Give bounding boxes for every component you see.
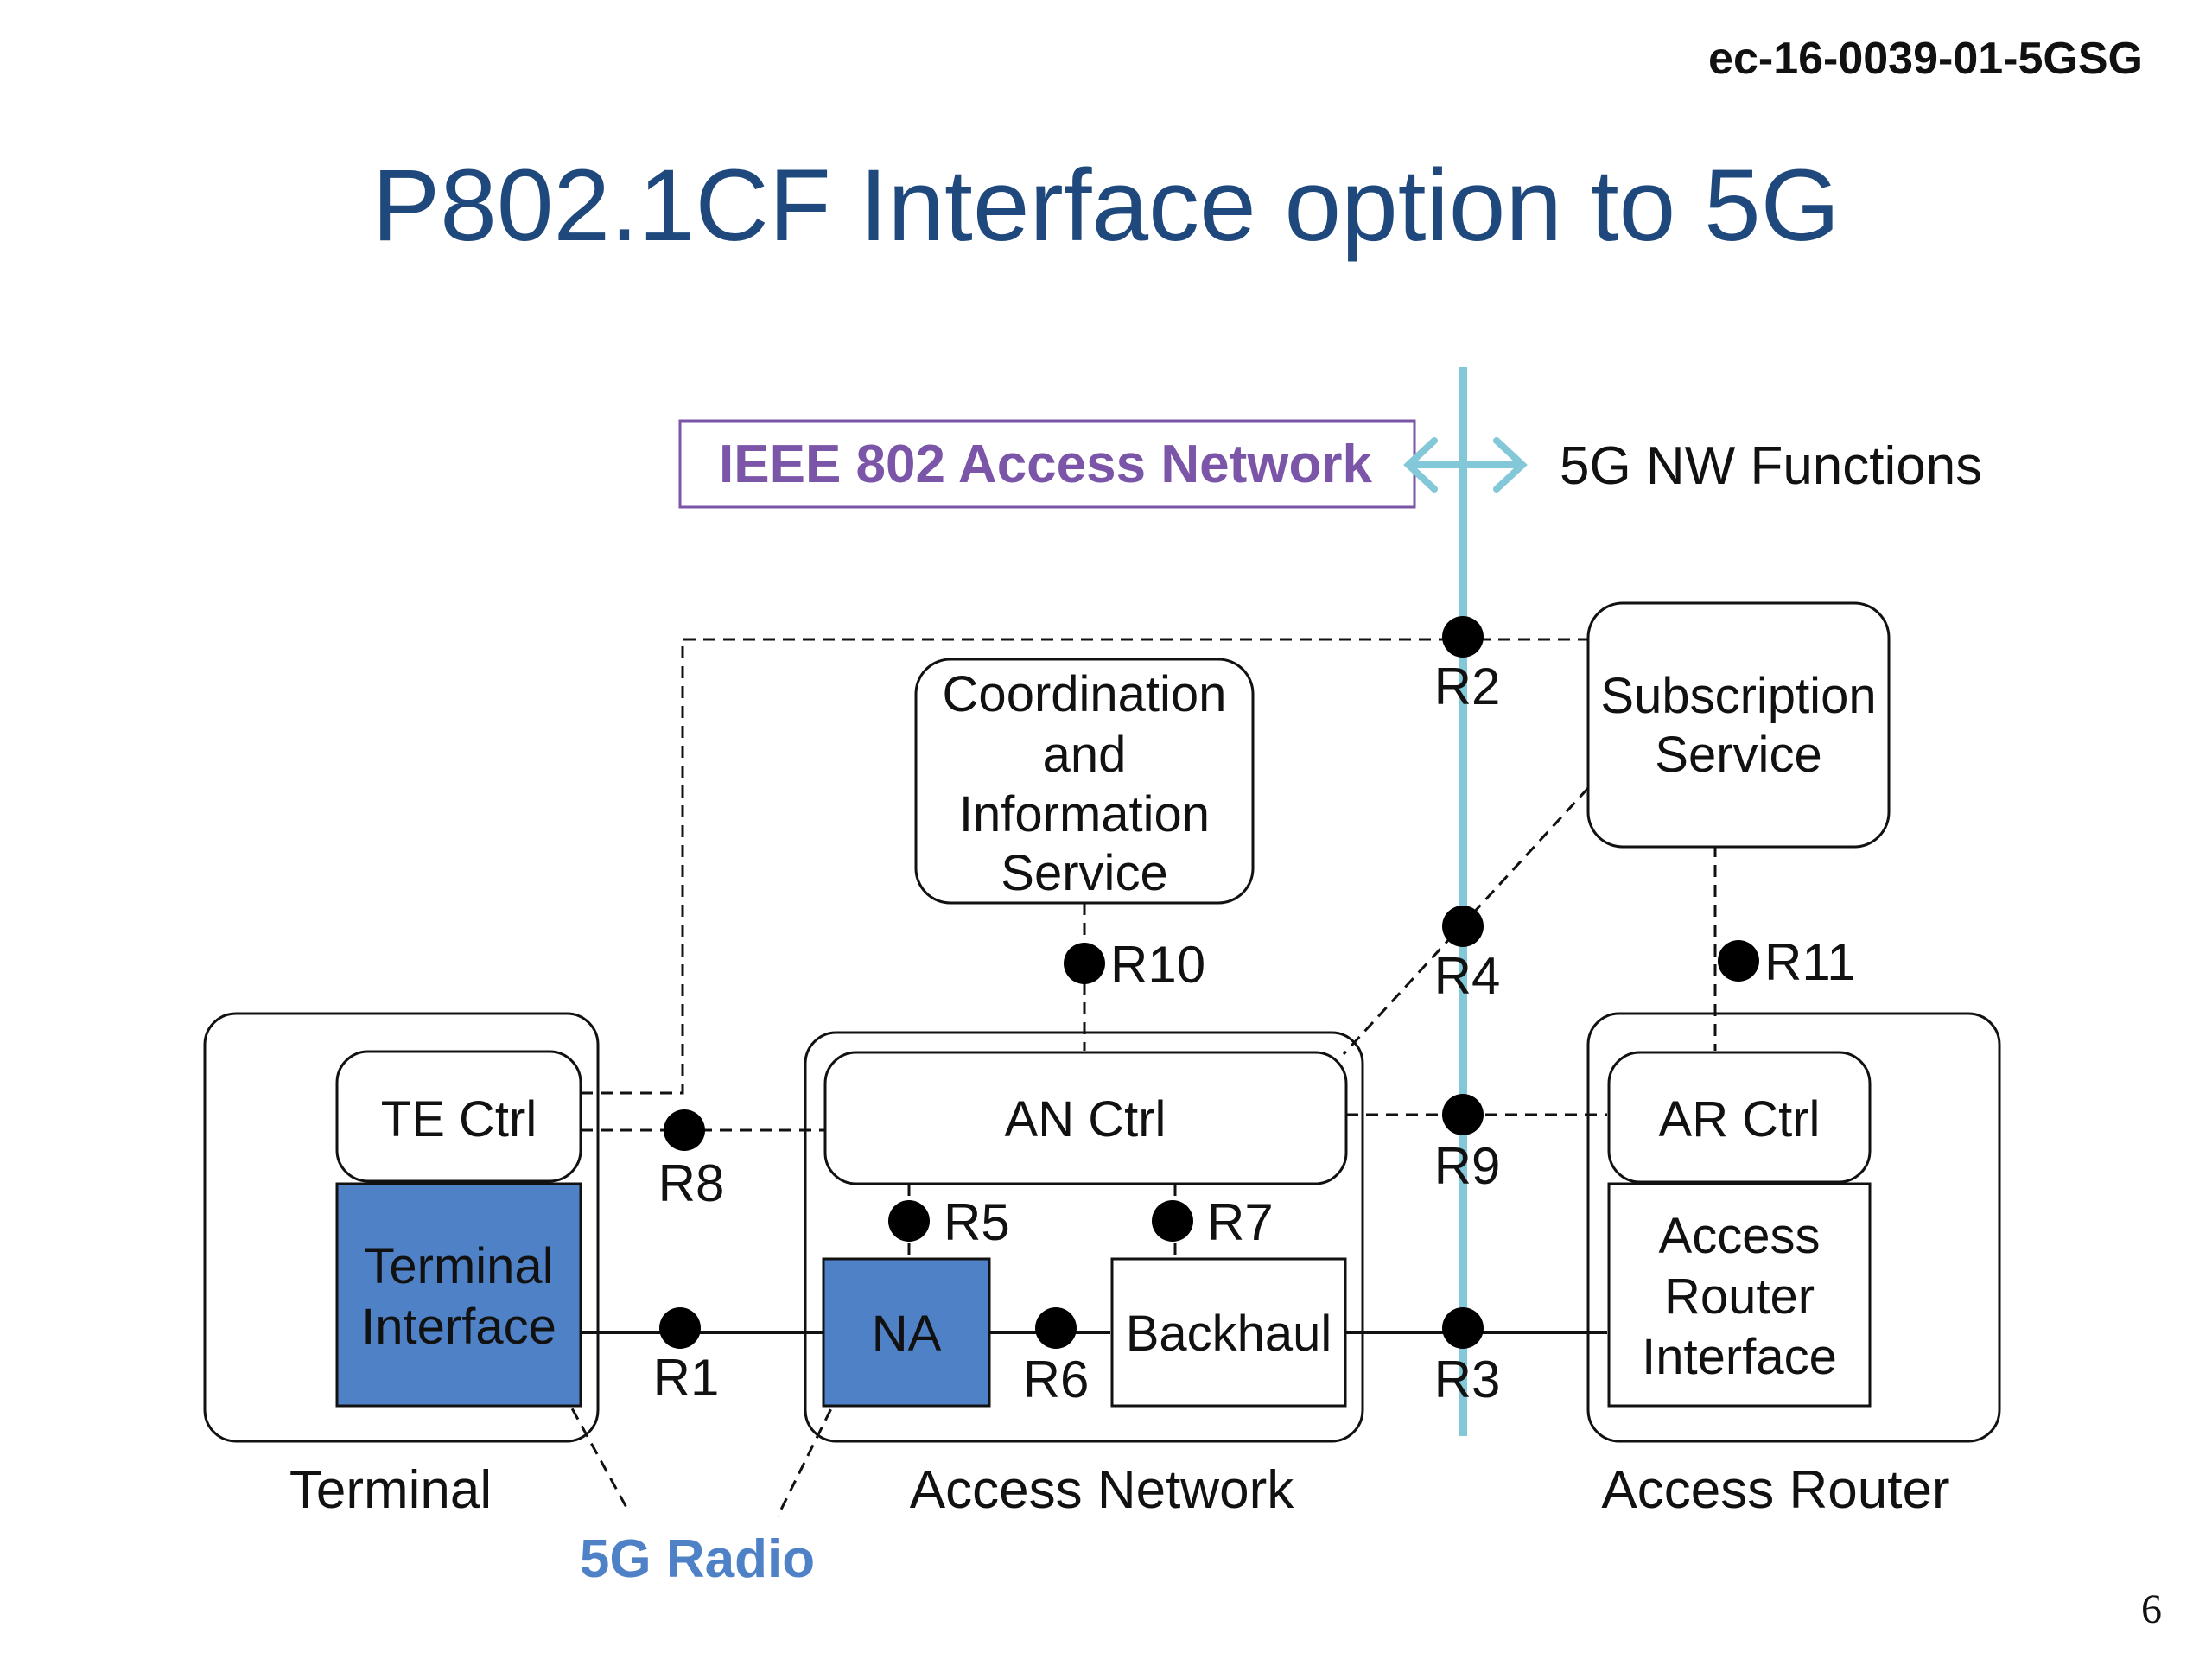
subscription-line-2: Service (1655, 727, 1821, 783)
r4-label: R4 (1434, 947, 1501, 1005)
r2-dot (1442, 616, 1484, 658)
backhaul-box (1110, 1257, 1347, 1408)
terminal-group (203, 1012, 600, 1443)
ar-ctrl-box (1607, 1051, 1872, 1184)
ari-line-1: Access (1659, 1208, 1821, 1264)
te-to-subscription-link (581, 638, 1588, 1095)
r4-dot (1442, 906, 1484, 947)
document-id: ec-16-0039-01-5GSG (1708, 34, 2143, 84)
terminal-interface-line-1: Terminal (364, 1238, 553, 1294)
terminal-interface-line-2: Interface (361, 1299, 556, 1355)
ar-ctrl-label: AR Ctrl (1659, 1091, 1821, 1147)
coordination-line-3: Information (959, 786, 1210, 842)
te-ctrl-label: TE Ctrl (381, 1091, 537, 1147)
r11-dot (1718, 940, 1759, 982)
terminal-interface-box (335, 1182, 582, 1408)
r7-dot (1152, 1200, 1193, 1242)
access-router-group-label: Access Router (1601, 1460, 1949, 1520)
backhaul-label: Backhaul (1126, 1306, 1332, 1362)
access-network-group-label: Access Network (910, 1460, 1294, 1520)
r8-dot (664, 1109, 705, 1151)
coordination-service-box (914, 658, 1255, 905)
subscription-line-1: Subscription (1600, 668, 1876, 724)
r9-label: R9 (1434, 1137, 1501, 1195)
r3-dot (1442, 1307, 1484, 1349)
subscription-service-box (1586, 601, 1891, 849)
r3-label: R3 (1434, 1351, 1501, 1408)
terminal-group-label: Terminal (289, 1460, 492, 1520)
r5-label: R5 (944, 1193, 1010, 1251)
r8-label: R8 (658, 1154, 725, 1212)
page-title: P802.1CF Interface option to 5G (372, 149, 1840, 263)
r1-dot (659, 1307, 701, 1349)
r7-label: R7 (1207, 1193, 1274, 1251)
r6-dot (1035, 1307, 1077, 1349)
an-ctrl-label: AN Ctrl (1005, 1091, 1166, 1147)
r11-label: R11 (1764, 933, 1856, 991)
access-router-interface-box (1607, 1182, 1872, 1408)
r5-dot (888, 1200, 930, 1242)
access-router-group (1586, 1012, 2001, 1443)
5g-radio-label: 5G Radio (580, 1529, 815, 1589)
r6-label: R6 (1023, 1351, 1090, 1408)
r1-label: R1 (653, 1349, 720, 1407)
reference-points (659, 616, 1759, 1349)
ieee-access-network-label: IEEE 802 Access Network (719, 435, 1372, 494)
r10-label: R10 (1110, 936, 1205, 994)
r9-dot (1442, 1094, 1484, 1135)
ari-line-3: Interface (1642, 1329, 1837, 1385)
coordination-line-4: Service (1001, 845, 1167, 901)
r2-label: R2 (1434, 658, 1501, 715)
5g-nw-functions-label: 5G NW Functions (1560, 436, 1982, 496)
na-box (822, 1257, 991, 1408)
ari-line-2: Router (1664, 1268, 1815, 1325)
an-ctrl-box (823, 1051, 1348, 1185)
te-ctrl-box (335, 1050, 582, 1183)
coordination-line-1: Coordination (943, 666, 1227, 722)
page-number: 6 (2141, 1586, 2162, 1632)
coordination-line-2: and (1043, 727, 1127, 783)
na-label: NA (872, 1306, 942, 1362)
r10-dot (1064, 943, 1105, 984)
